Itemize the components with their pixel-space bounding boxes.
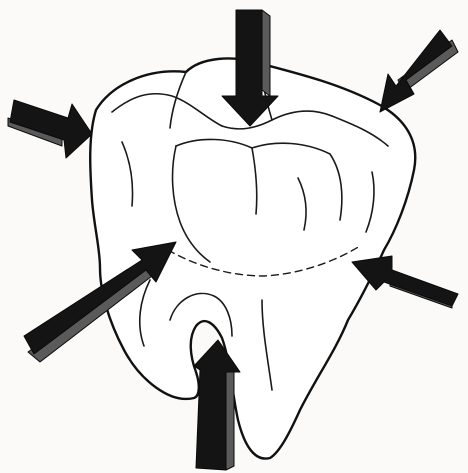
arrow-apical-side [226, 364, 234, 470]
arrow-mesial-horizontal [8, 100, 92, 158]
arrow-distal-shaft [380, 30, 452, 112]
arrow-distal-oblique [380, 30, 458, 112]
arrow-lingual-shaft [352, 256, 458, 306]
arrow-occlusal-side [262, 10, 270, 96]
